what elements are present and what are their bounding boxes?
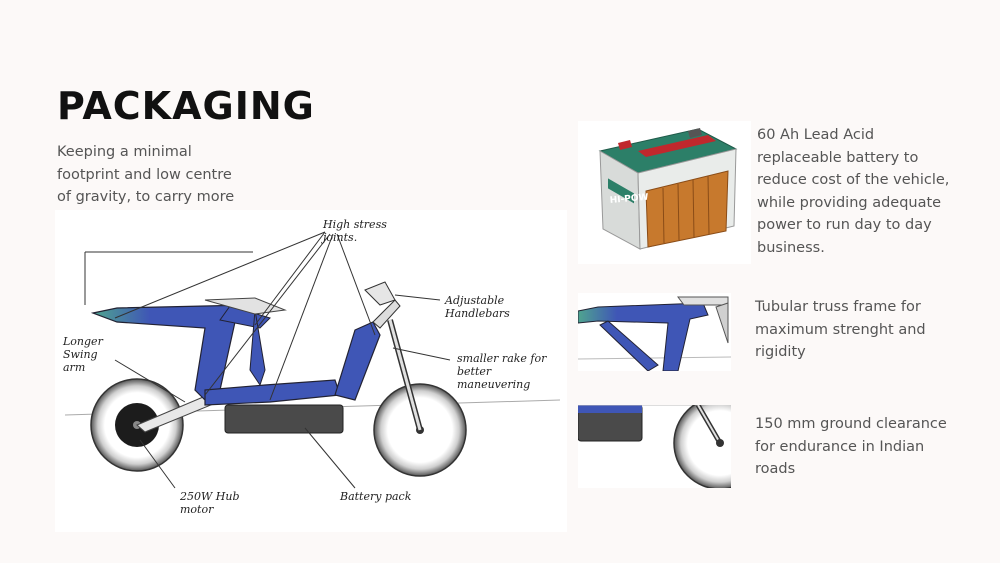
slide-title: PACKAGING [57, 84, 315, 128]
annotation-rake: smaller rake for better maneuvering [457, 352, 547, 391]
feature-ground-clearance: 150 mm ground clearance for endurance in… [755, 416, 947, 477]
truss-frame [90, 297, 381, 406]
ground-clearance-detail [578, 405, 731, 488]
feature-truss-frame: Tubular truss frame for maximum strenght… [755, 299, 926, 360]
bike-sketch-drawing [64, 231, 561, 489]
truss-frame-detail [578, 293, 731, 371]
annotation-swingarm: Longer Swing arm [63, 335, 103, 374]
feature-battery: 60 Ah Lead Acid replaceable battery to r… [757, 127, 950, 256]
annotation-battery-pack: Battery pack [340, 490, 412, 503]
annotation-high-stress: High stress joints. [323, 218, 387, 244]
battery-label: HI-POW [609, 193, 649, 206]
battery-photo: HI-POW [578, 121, 751, 264]
annotation-handlebar: Adjustable Handlebars [445, 294, 510, 320]
annotation-hub-motor: 250W Hub motor [180, 490, 240, 516]
battery-pack-shape [224, 404, 344, 434]
bike-sketch: High stress joints. Adjustable Handlebar… [55, 210, 567, 532]
